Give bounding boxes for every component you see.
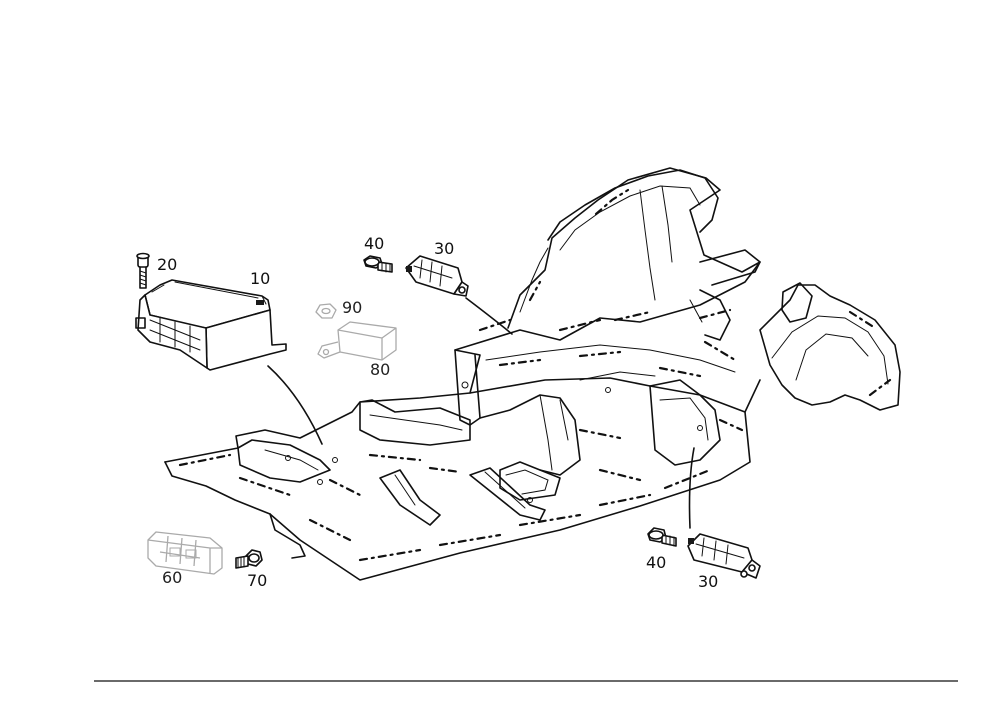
label-90: 90 [342,298,362,317]
bolt-icon [136,252,150,289]
label-40-top: 40 [364,234,384,253]
callout-labels: 10 20 40 30 90 80 40 30 60 70 [157,234,718,591]
flange-bolt-icon [363,255,393,273]
leader-lines [267,297,695,529]
label-20: 20 [157,255,177,274]
nut-icon [315,303,337,319]
label-80: 80 [370,360,390,379]
leader-line-30-top [465,297,513,335]
sensor-icon [687,533,761,579]
label-30-top: 30 [434,239,454,258]
leader-line-10 [267,365,323,445]
vehicle-floor-assembly [164,167,901,581]
connector-icon [147,531,223,575]
sensor-icon [405,255,469,297]
control-unit-icon [135,279,287,371]
label-60: 60 [162,568,182,587]
flange-bolt-icon [647,527,677,547]
label-70: 70 [247,571,267,590]
label-40-bottom: 40 [646,553,666,572]
label-10: 10 [250,269,270,288]
screw-icon [235,549,263,569]
label-30-bottom: 30 [698,572,718,591]
leader-line-30-bottom [688,447,695,529]
bracket-icon [317,321,397,361]
